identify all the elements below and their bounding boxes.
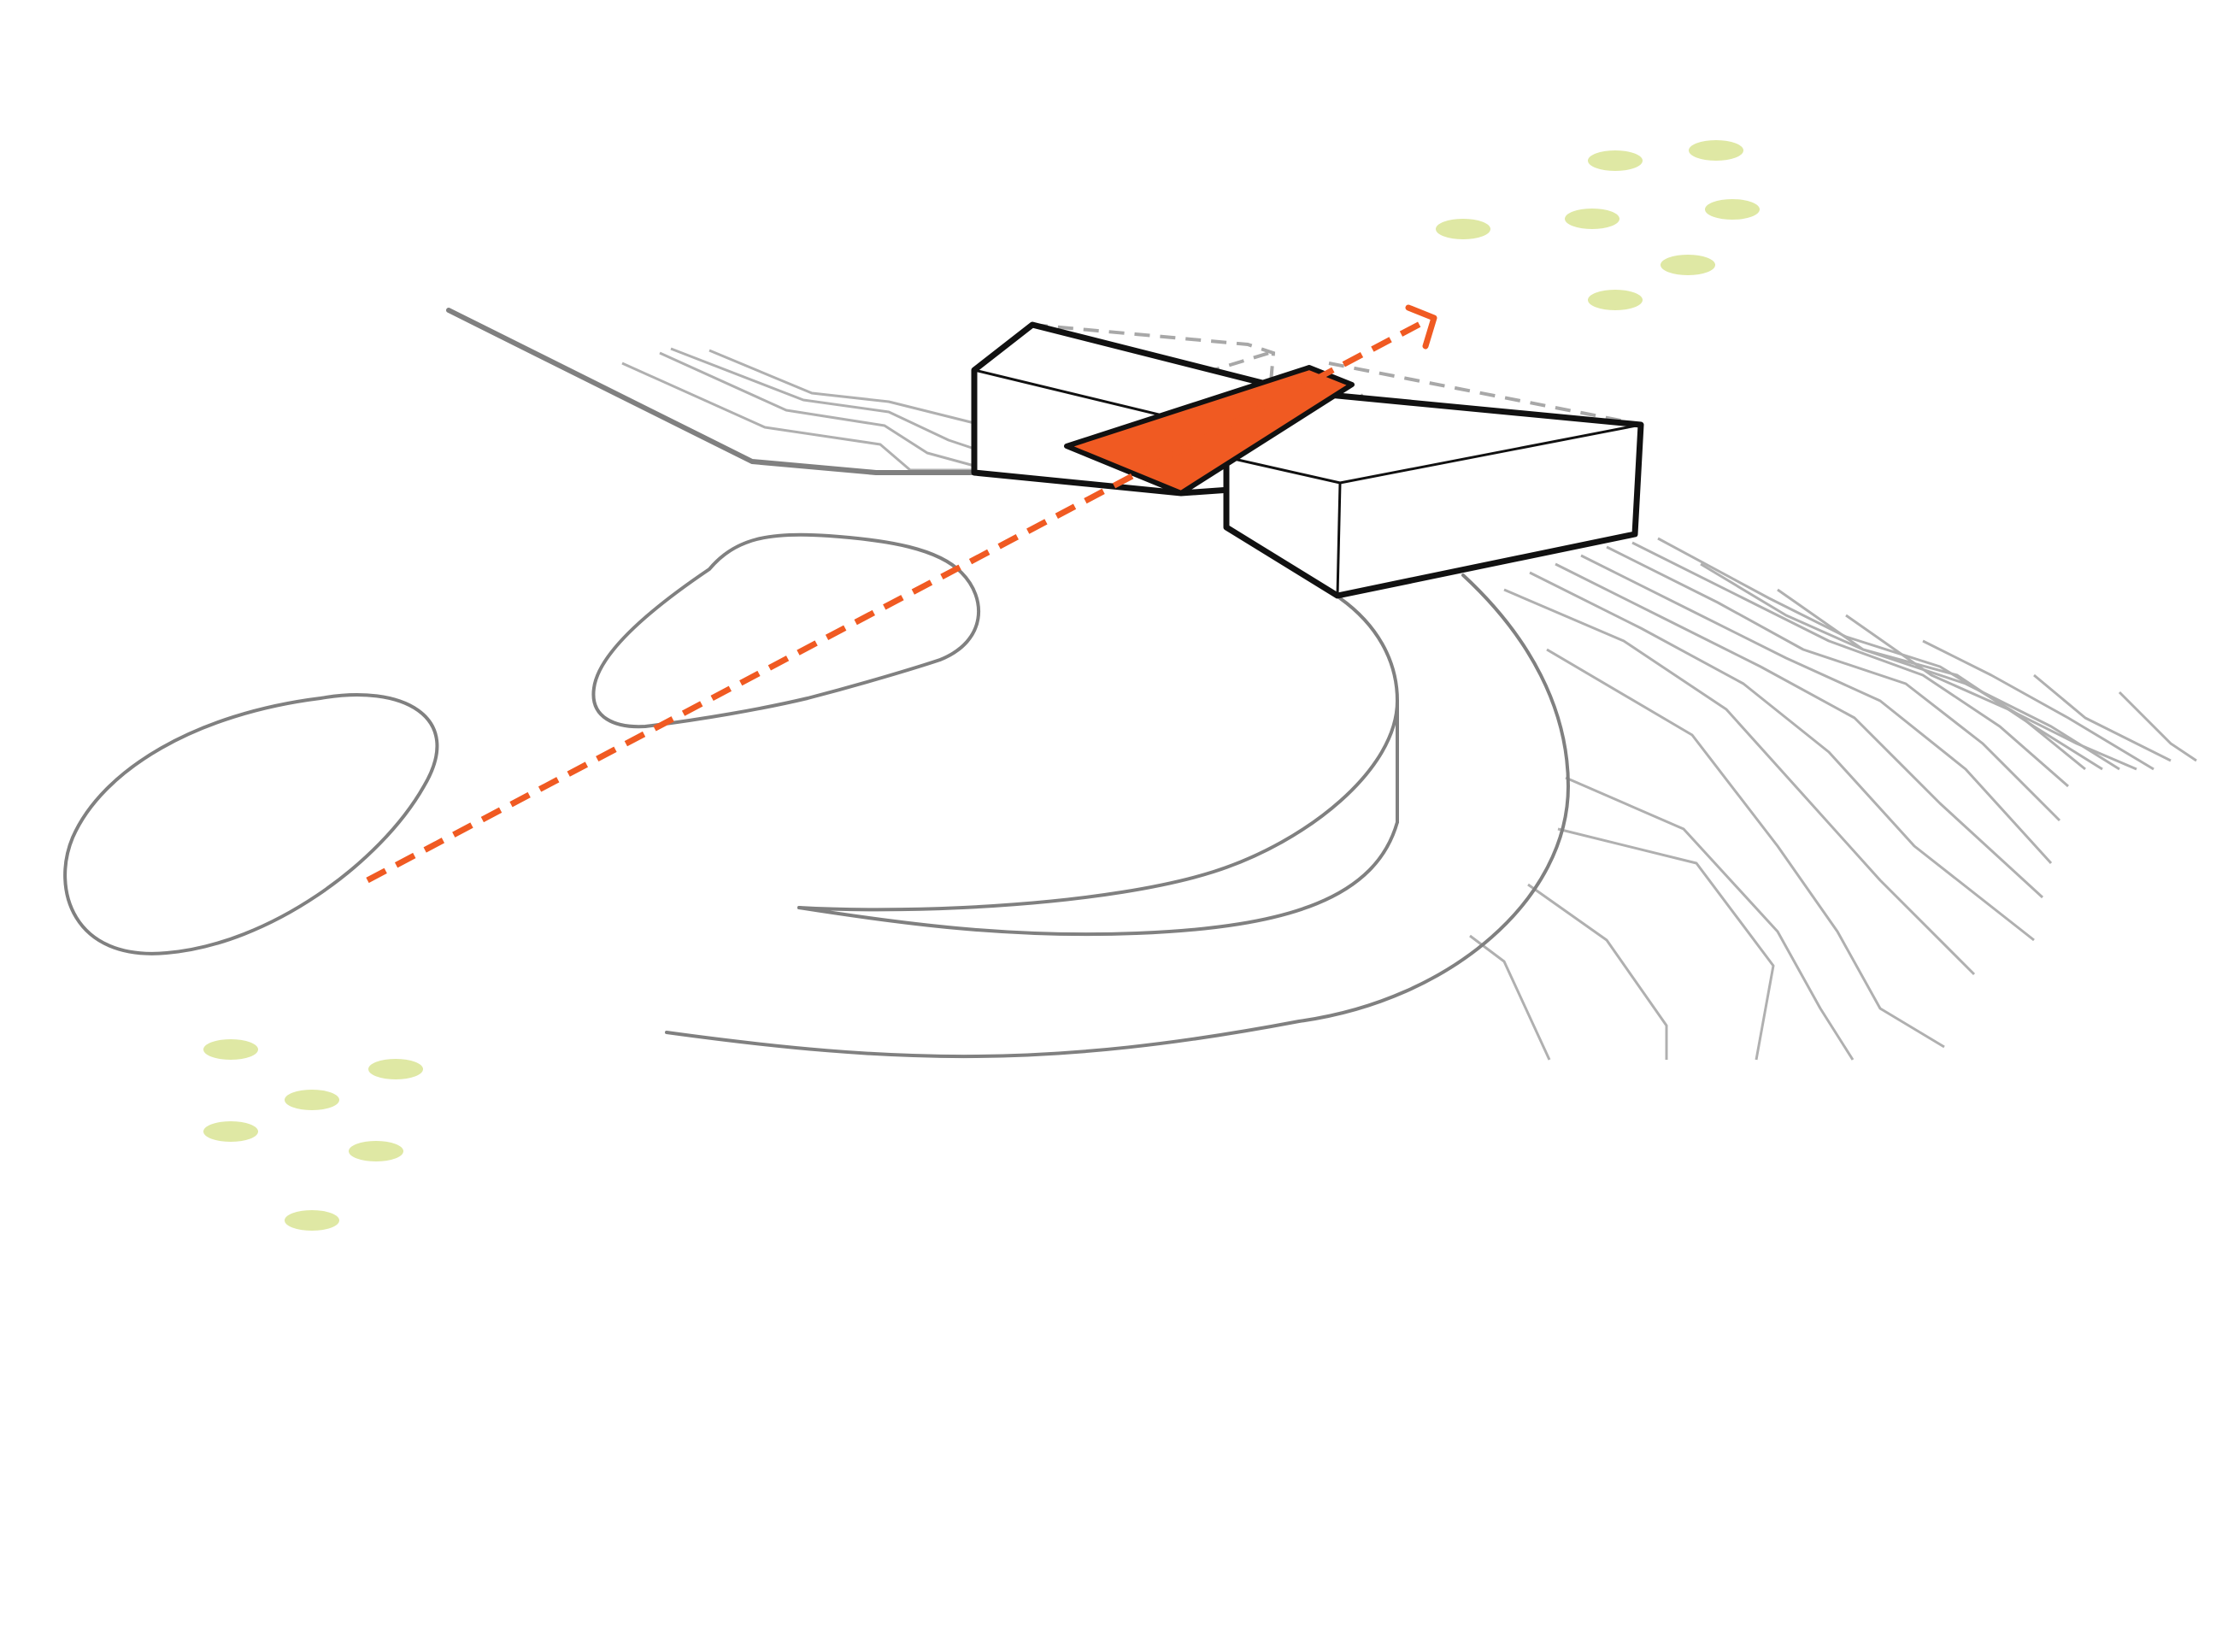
building-right-corner-edge — [1336, 482, 1342, 597]
rock-outline — [591, 532, 980, 729]
sight-line-dashed — [366, 315, 1433, 884]
tree-canopy-icon — [1436, 219, 1490, 239]
contour-line — [1469, 934, 1551, 1061]
contour-line — [1555, 562, 2044, 899]
contour-lines-right — [1469, 537, 2197, 1061]
contour-line — [1557, 827, 1775, 1061]
pond-outline — [63, 693, 439, 955]
tree-canopy-icon — [368, 1059, 423, 1079]
tree-canopy-icon — [1588, 290, 1643, 310]
direction-arrow-icon — [1405, 304, 1437, 350]
tree-canopy-icon — [1565, 209, 1619, 229]
contour-line — [2033, 673, 2172, 762]
hidden-edge — [1328, 362, 1643, 426]
contour-line — [1546, 648, 1945, 1049]
tree-cluster-top — [1436, 140, 1760, 310]
contour-line — [1700, 562, 2103, 771]
contour-line — [1527, 883, 1668, 1060]
tree-canopy-icon — [285, 1210, 339, 1231]
tree-cluster-bottom — [203, 1039, 423, 1231]
contour-line — [1529, 571, 2035, 942]
contour-line — [621, 362, 974, 472]
tree-canopy-icon — [1661, 255, 1715, 275]
tree-canopy-icon — [1588, 150, 1643, 171]
contour-line — [1565, 776, 1855, 1061]
terrace-lower — [797, 820, 1399, 937]
outer-path — [665, 573, 1570, 1059]
contour-line — [670, 347, 975, 450]
contour-line — [1580, 554, 2053, 865]
bridge-connector — [1064, 365, 1355, 496]
contour-line — [1606, 545, 2061, 822]
contour-line — [1503, 588, 1976, 976]
tree-canopy-icon — [349, 1141, 403, 1161]
ridge-line — [446, 308, 977, 475]
contour-line — [708, 349, 975, 425]
contour-line — [1631, 541, 2069, 788]
sight-line — [366, 304, 1437, 884]
contour-line — [1845, 614, 2137, 771]
terrace-upper — [797, 597, 1399, 912]
contour-line — [1922, 639, 2154, 771]
tree-canopy-icon — [203, 1121, 258, 1142]
tree-canopy-icon — [203, 1039, 258, 1060]
tree-canopy-icon — [1705, 199, 1760, 220]
contour-lines-left — [621, 347, 975, 472]
terrain-outlines — [63, 308, 1570, 1059]
contour-line — [2118, 691, 2197, 762]
tree-canopy-icon — [1689, 140, 1743, 161]
tree-canopy-icon — [285, 1090, 339, 1110]
contour-line — [1777, 588, 2120, 771]
contour-line — [659, 351, 975, 467]
